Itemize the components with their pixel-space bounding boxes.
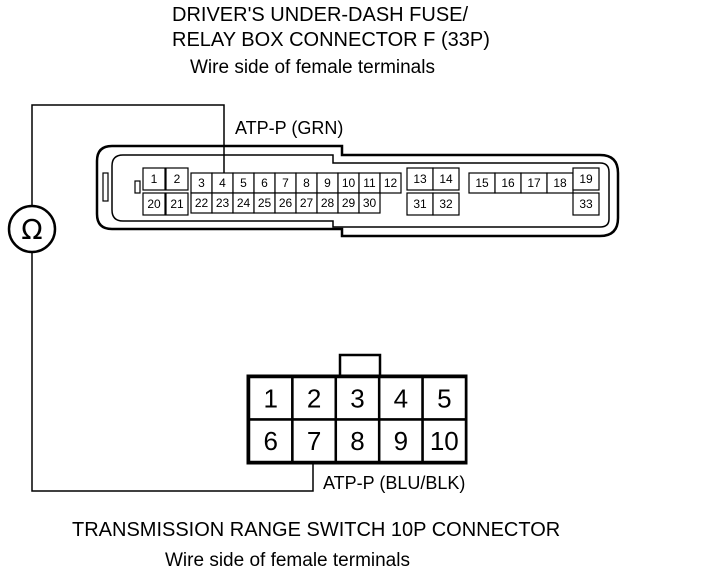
pin-cell-7	[291, 418, 338, 464]
bottom-connector-latch	[338, 353, 382, 378]
pin-label-3: 3	[198, 176, 205, 190]
top-connector-subtitle: Wire side of female terminals	[190, 57, 435, 78]
bottom-connector-title: TRANSMISSION RANGE SWITCH 10P CONNECTOR	[72, 519, 561, 541]
pin-label-13: 13	[413, 172, 427, 186]
pin-label-5: 5	[240, 176, 247, 190]
ohm-symbol: Ω	[21, 213, 42, 246]
pin-label-1: 1	[151, 172, 158, 186]
top-connector-title-line1: DRIVER'S UNDER-DASH FUSE/	[172, 4, 469, 26]
pin-label-2: 2	[307, 383, 321, 413]
top-connector-housing	[95, 144, 620, 238]
pin-label-7: 7	[282, 176, 289, 190]
pin-label-20: 20	[147, 197, 161, 211]
pin-label-16: 16	[501, 176, 515, 190]
pin-cell-12	[379, 172, 402, 194]
test-wires	[31, 104, 314, 492]
ohmmeter-icon	[7, 204, 57, 254]
pin-label-24: 24	[237, 196, 251, 210]
pin-label-10: 10	[342, 176, 356, 190]
pin-label-7: 7	[307, 426, 321, 456]
pin-label-8: 8	[350, 426, 364, 456]
pin-label-9: 9	[324, 176, 331, 190]
pin-label-18: 18	[553, 176, 567, 190]
pin-label-2: 2	[174, 172, 181, 186]
pin-cell-5	[421, 375, 468, 421]
pin-cell-32	[432, 192, 460, 216]
pin-label-12: 12	[384, 176, 398, 190]
top-wire-label: ATP-P (GRN)	[235, 118, 344, 138]
pin-cell-1	[247, 375, 294, 421]
bottom-wire-label: ATP-P (BLU/BLK)	[323, 473, 466, 493]
pin-label-9: 9	[394, 426, 408, 456]
pin-cell-20	[142, 192, 166, 216]
pin-label-19: 19	[579, 172, 593, 186]
pin-label-23: 23	[216, 196, 230, 210]
pin-cell-30	[358, 192, 381, 214]
pin-label-30: 30	[363, 196, 377, 210]
pin-label-10: 10	[430, 426, 459, 456]
wire-to-top-pin-4	[31, 104, 225, 206]
pin-cell-19	[572, 167, 600, 191]
pin-label-11: 11	[363, 176, 376, 190]
pin-label-5: 5	[437, 383, 451, 413]
pin-label-6: 6	[263, 426, 277, 456]
pin-label-1: 1	[263, 383, 277, 413]
pin-cell-1	[142, 167, 166, 191]
pin-label-8: 8	[303, 176, 310, 190]
pin-label-28: 28	[321, 196, 335, 210]
pin-label-15: 15	[475, 176, 489, 190]
pin-cell-2	[291, 375, 338, 421]
pin-label-26: 26	[279, 196, 293, 210]
pin-label-4: 4	[219, 176, 226, 190]
pin-label-14: 14	[439, 172, 453, 186]
pin-cell-10	[421, 418, 468, 464]
pin-label-27: 27	[300, 196, 314, 210]
pin-cell-33	[572, 192, 600, 216]
pin-cell-21	[165, 192, 189, 216]
pin-label-21: 21	[170, 197, 184, 211]
pin-label-17: 17	[527, 176, 541, 190]
pin-label-31: 31	[413, 197, 427, 211]
pin-label-32: 32	[439, 197, 453, 211]
pin-label-29: 29	[342, 196, 356, 210]
pin-label-22: 22	[195, 196, 209, 210]
pin-label-25: 25	[258, 196, 272, 210]
ohmmeter: Ω	[7, 204, 57, 254]
pin-cell-2	[165, 167, 189, 191]
pin-label-33: 33	[579, 197, 593, 211]
top-connector-title-line2: RELAY BOX CONNECTOR F (33P)	[172, 29, 490, 51]
bottom-connector-subtitle: Wire side of female terminals	[165, 550, 410, 571]
wire-to-bottom-pin-7	[31, 252, 314, 492]
pin-label-4: 4	[394, 383, 408, 413]
pin-cell-14	[432, 167, 460, 191]
pin-label-6: 6	[261, 176, 268, 190]
pin-label-3: 3	[350, 383, 364, 413]
